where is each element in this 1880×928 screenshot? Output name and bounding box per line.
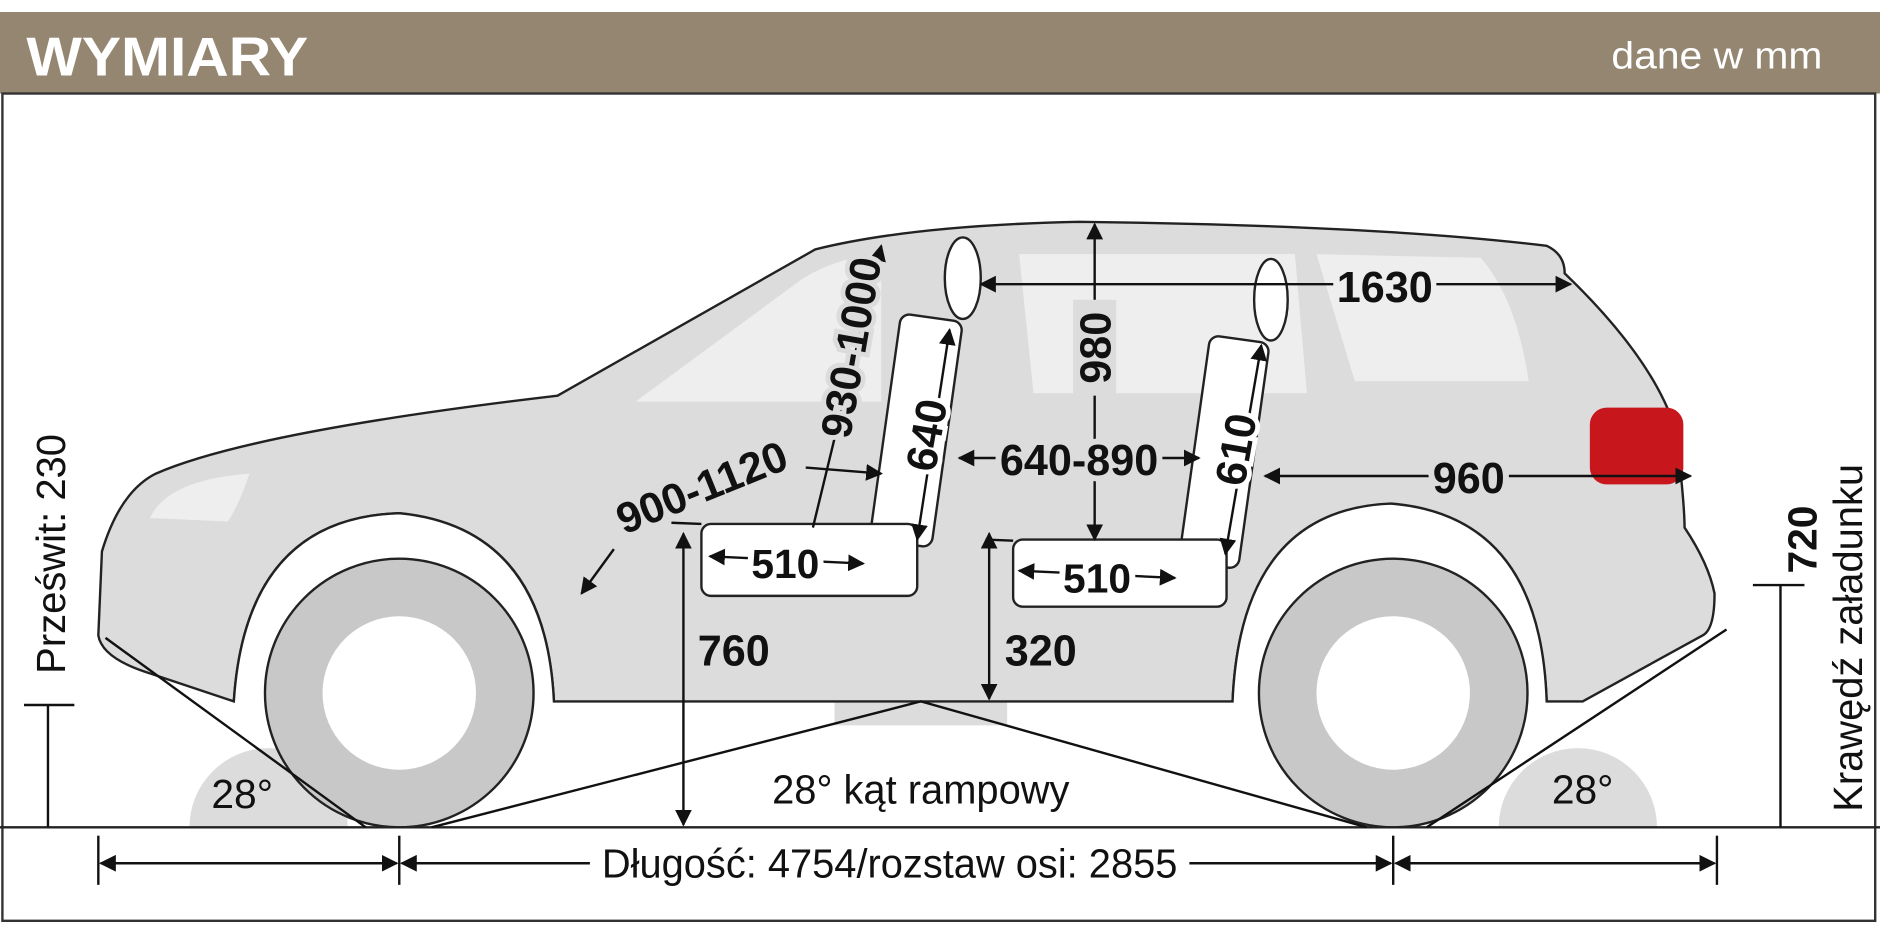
rear-rim xyxy=(1316,616,1470,770)
rear-seat-height-label: 320 xyxy=(1005,627,1077,675)
rear-window xyxy=(1316,254,1529,382)
ground-clearance-label: Prześwit: 230 xyxy=(28,434,74,674)
unit-note: dane w mm xyxy=(1611,34,1822,77)
rear-headrest xyxy=(1252,257,1289,342)
loading-edge-value: 720 xyxy=(1779,506,1825,574)
departure-line xyxy=(1426,628,1728,829)
front-legroom-line-start xyxy=(580,548,615,595)
front-cushion-line xyxy=(708,548,865,572)
rear-seat-height-tick xyxy=(985,538,1014,542)
front-rim xyxy=(322,616,476,770)
front-headroom-line xyxy=(811,244,886,528)
front-seat-height-label: 760 xyxy=(698,627,770,675)
breakover-angle-arc xyxy=(834,701,1008,726)
roof-length-label: 1630 xyxy=(1337,264,1433,312)
approach-line xyxy=(104,636,367,829)
approach-angle-label: 28° xyxy=(211,771,273,817)
rear-legroom-label: 640-890 xyxy=(1000,437,1158,485)
front-window xyxy=(635,254,882,402)
breakover-angle-label: 28° kąt rampowy xyxy=(772,766,1070,812)
front-headrest xyxy=(943,236,982,321)
interior-height-label: 980 xyxy=(1072,312,1120,384)
departure-angle-label: 28° xyxy=(1552,766,1614,812)
front-seat-height-tick xyxy=(671,521,702,526)
rear-cushion-line xyxy=(1017,563,1177,586)
cargo-length-label: 960 xyxy=(1433,455,1505,503)
breakover-line xyxy=(431,700,1368,829)
loading-edge-label: Krawędź załadunku xyxy=(1825,464,1871,812)
headlight xyxy=(149,473,250,522)
frame xyxy=(1,92,1877,923)
front-cushion-label: 510 xyxy=(751,541,819,587)
tail-light xyxy=(1589,407,1684,485)
front-backrest-line xyxy=(911,328,956,542)
title: WYMIARY xyxy=(26,26,308,88)
rear-backrest-line xyxy=(1219,343,1268,556)
rear-cushion-label: 510 xyxy=(1063,555,1131,601)
front-legroom-line xyxy=(805,464,883,481)
length-wheelbase-label: Długość: 4754/rozstaw osi: 2855 xyxy=(602,841,1178,887)
header-band xyxy=(0,11,1880,94)
departure-angle-arc xyxy=(1498,748,1657,828)
